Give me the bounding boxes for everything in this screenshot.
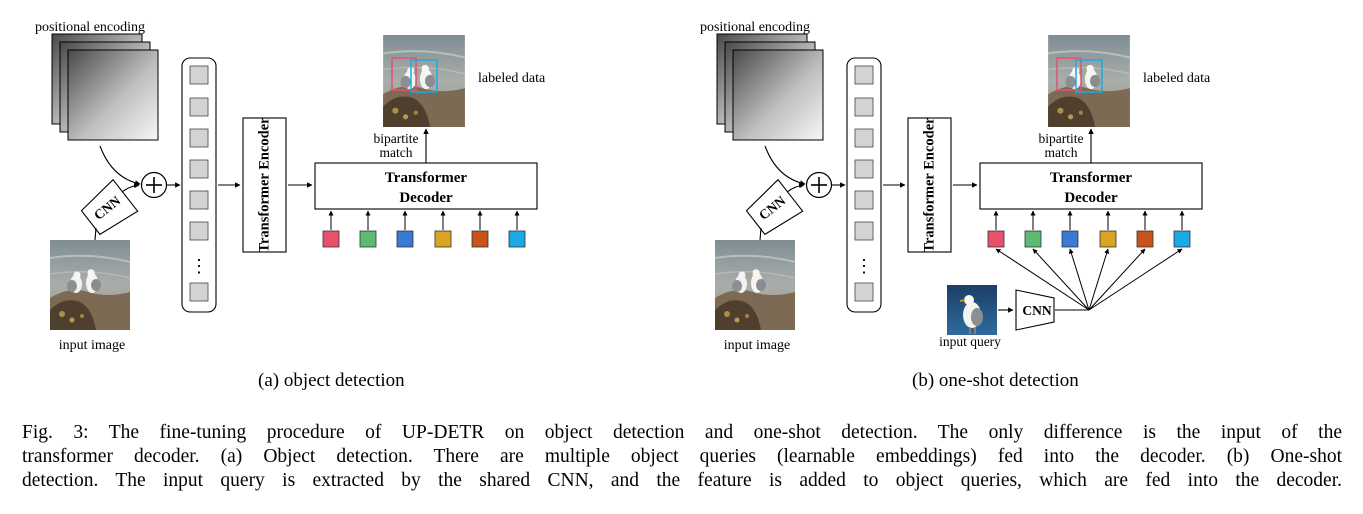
object-query-embedding — [396, 230, 414, 248]
query-fan-arrow — [1088, 248, 1146, 311]
object-query-embedding — [1136, 230, 1154, 248]
query-fan-arrows — [995, 248, 1183, 311]
input-query-label: input query — [939, 334, 1001, 349]
query-cnn-box — [1015, 289, 1055, 331]
decoder-label-line2: Decoder — [399, 190, 453, 206]
bipartite-label-line1: bipartite — [1039, 131, 1084, 146]
labeled-data-label: labeled data — [1143, 71, 1211, 86]
object-queries — [987, 230, 1191, 248]
caption-line: Fig. 3: The fine-tuning procedure of UP-… — [22, 422, 1342, 443]
input-query-image — [947, 285, 997, 335]
object-query-embedding — [1173, 230, 1191, 248]
positional-encoding-label: positional encoding — [700, 20, 810, 35]
object-query-embedding — [322, 230, 340, 248]
caption-a: (a) object detection — [258, 370, 405, 391]
panel-object-detection: positional encoding CNN input image ⋮ Tr… — [35, 20, 546, 353]
decoder-label-line1: Transformer — [1050, 170, 1133, 186]
decoder-label-line1: Transformer — [385, 170, 468, 186]
ellipsis-icon: ⋮ — [855, 256, 873, 276]
ellipsis-icon: ⋮ — [190, 256, 208, 276]
object-query-embedding — [1099, 230, 1117, 248]
positional-encoding-label: positional encoding — [35, 20, 145, 35]
object-query-embedding — [987, 230, 1005, 248]
bipartite-label-line2: match — [1045, 145, 1078, 160]
caption-line: detection. The input query is extracted … — [22, 470, 1342, 491]
diagram: positional encoding CNN input image ⋮ Tr… — [35, 20, 1211, 353]
object-query-embedding — [359, 230, 377, 248]
object-query-embedding — [508, 230, 526, 248]
object-queries — [322, 230, 526, 248]
query-fan-arrow — [1088, 248, 1110, 311]
query-fan-arrow — [1032, 248, 1090, 311]
bipartite-label-line1: bipartite — [374, 131, 419, 146]
object-query-embedding — [471, 230, 489, 248]
encoder-label: Transformer Encoder — [921, 117, 937, 253]
bipartite-label-line2: match — [380, 145, 413, 160]
caption-line: transformer decoder. (a) Object detectio… — [22, 446, 1342, 467]
input-image-label: input image — [724, 338, 791, 353]
query-fan-arrow — [1068, 248, 1090, 311]
labeled-data-label: labeled data — [478, 71, 546, 86]
object-query-embedding — [434, 230, 452, 248]
query-fan-arrow — [1088, 248, 1183, 311]
decoder-label-line2: Decoder — [1064, 190, 1118, 206]
object-query-embedding — [1024, 230, 1042, 248]
query-cnn-label: CNN — [1022, 303, 1051, 318]
object-query-embedding — [1061, 230, 1079, 248]
caption-b: (b) one-shot detection — [912, 370, 1079, 391]
panel-one-shot-detection: positional encoding CNN input image ⋮ Tr… — [700, 20, 1211, 353]
input-image-label: input image — [59, 338, 126, 353]
query-fan-arrow — [995, 248, 1090, 311]
figure-caption: Fig. 3: The fine-tuning procedure of UP-… — [22, 421, 1342, 493]
encoder-label: Transformer Encoder — [256, 117, 272, 253]
